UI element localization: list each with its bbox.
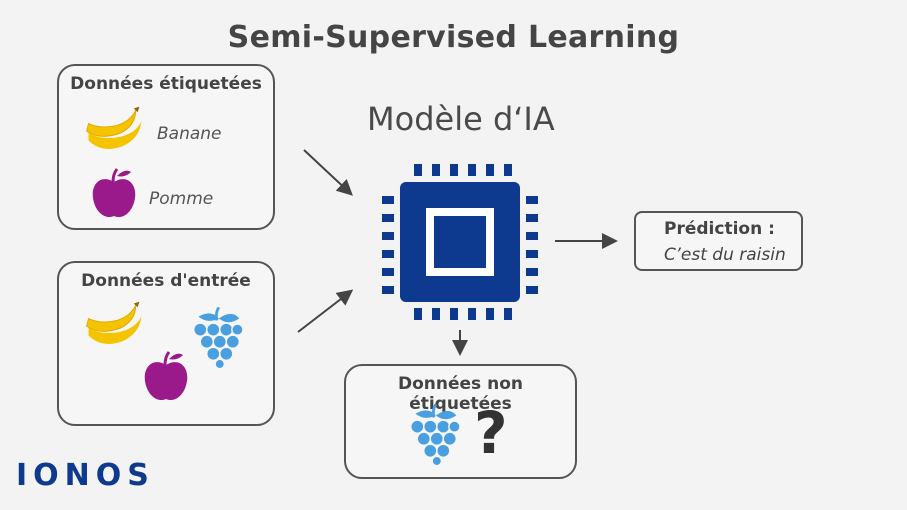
- input-data-box: Données d'entrée: [57, 261, 275, 426]
- unlabeled-data-title: Données non étiquetées: [398, 374, 523, 414]
- prediction-title: Prédiction :: [664, 219, 775, 239]
- prediction-value: C’est du raisin: [664, 245, 786, 265]
- arrow-input-to-model: [297, 289, 354, 333]
- labeled-data-title: Données étiquetées: [70, 74, 262, 94]
- grapes-icon: [408, 404, 460, 466]
- labeled-item-label: Banane: [157, 124, 222, 144]
- model-title: Modèle d‘IA: [367, 100, 555, 138]
- labeled-item-label: Pomme: [149, 189, 214, 209]
- ionos-logo: IONOS: [16, 458, 155, 493]
- input-data-title: Données d'entrée: [81, 271, 251, 291]
- diagram-title: Semi-Supervised Learning: [227, 20, 680, 55]
- chip-icon: [382, 164, 538, 320]
- question-mark: ?: [474, 399, 508, 467]
- arrow-labeled-to-model: [303, 149, 353, 196]
- unlabeled-data-box: Données non étiquetées ?: [344, 364, 577, 479]
- labeled-data-box: Données étiquetées Banane Pomme: [57, 64, 275, 230]
- prediction-box: Prédiction : C’est du raisin: [634, 211, 803, 271]
